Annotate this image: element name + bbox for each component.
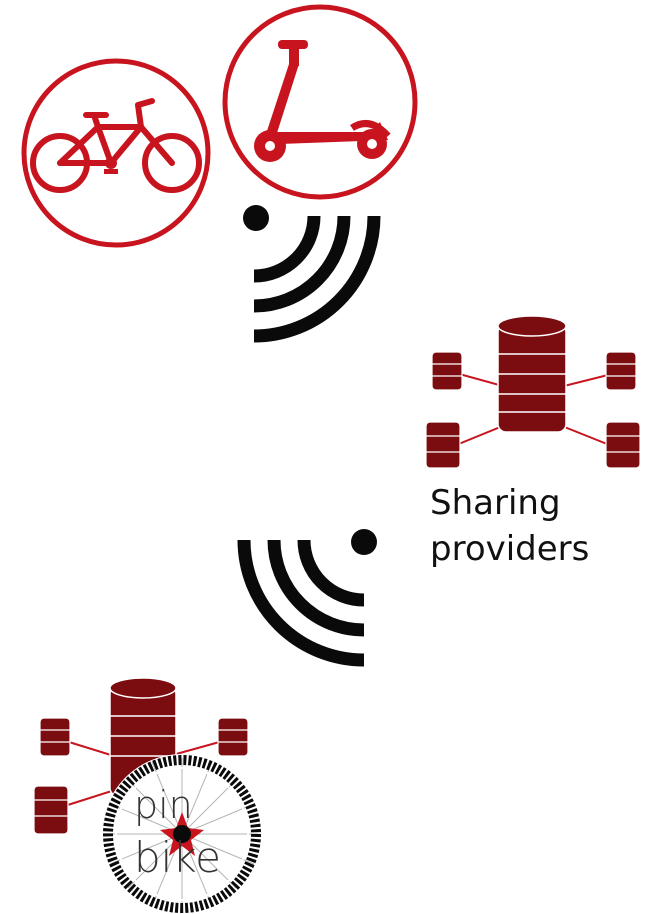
- pinbike-wheel-logo: pin bike: [102, 754, 262, 914]
- bicycle-icon: [21, 58, 211, 248]
- database-network-icon: [425, 315, 641, 469]
- sharing-providers-line1: Sharing: [430, 483, 561, 523]
- logo-text-top: pin: [134, 783, 193, 827]
- scooter-icon: [222, 4, 418, 200]
- wireless-signal-icon: [237, 529, 377, 667]
- wireless-signal-icon: [243, 205, 381, 343]
- logo-text-bottom: bike: [134, 833, 221, 882]
- sharing-providers-line2: providers: [430, 529, 590, 569]
- sharing-providers-label: Sharing providers: [430, 480, 589, 572]
